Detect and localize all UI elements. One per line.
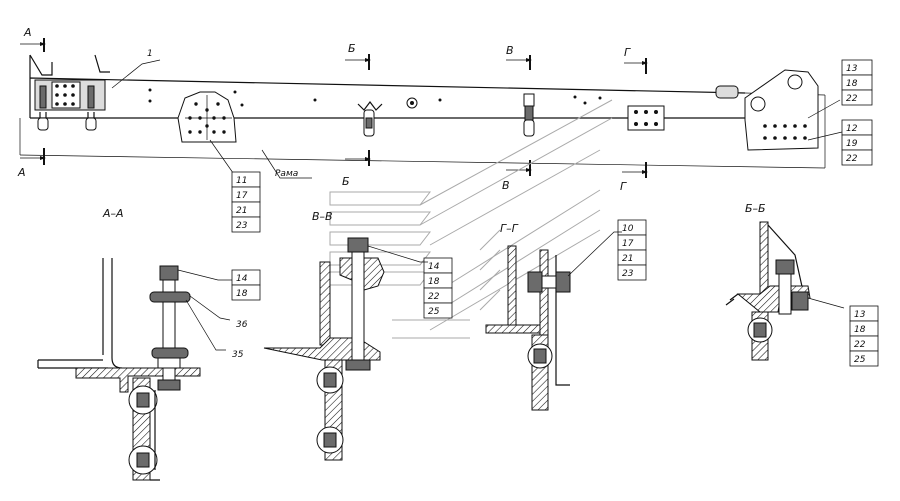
frame-lower-line: [19, 154, 826, 169]
section-bb: Б–Б: [725, 202, 845, 361]
callout-text-mid_left-2: 21: [236, 206, 247, 216]
callout-cell-gg-3: [617, 264, 647, 281]
callout-text-vv-2: 22: [428, 292, 440, 302]
callout-text-top_right_2-0: 12: [846, 124, 858, 134]
section-gg: Г–Г: [485, 222, 622, 411]
callout-text-vv-1: 18: [428, 277, 440, 287]
section-aa: А–А 36 35: [37, 207, 248, 481]
callout-text-bb-1: 18: [854, 325, 866, 335]
callout-text-vv-0: 14: [428, 262, 440, 272]
cut-b-bottom: Б: [342, 175, 350, 188]
frame-side-view: 1 Рама: [19, 49, 843, 181]
right-bracket: [744, 69, 819, 151]
callout-text-mid_left-0: 11: [236, 176, 247, 186]
callout-cell-vv-3: [423, 302, 453, 319]
section-bb-title: Б–Б: [745, 202, 766, 215]
frame-rivets: [148, 88, 602, 107]
callout-text-gg-3: 23: [622, 269, 634, 279]
label-frame: Рама: [275, 169, 298, 179]
gusset-plate: [177, 91, 237, 143]
plate-g: [627, 105, 665, 131]
aa-leader-36: [189, 295, 231, 321]
callout-text-gg-1: 17: [622, 239, 634, 249]
callout-text-mid_left-1: 17: [236, 191, 248, 201]
callout-text-gg-0: 10: [622, 224, 634, 234]
callout-cell-aa_1-1: [231, 284, 261, 301]
callout-text-gg-2: 21: [622, 254, 633, 264]
aa-leader-35: [185, 299, 226, 351]
callout-text-top_right_1-0: 13: [846, 64, 858, 74]
callout-text-bb-0: 13: [854, 310, 866, 320]
bracket-b: [357, 101, 383, 137]
small-housing: [715, 85, 739, 99]
frame-outline: [29, 77, 746, 119]
callout-text-bb-3: 25: [854, 355, 866, 365]
callout-cell-mid_left-3: [231, 216, 261, 233]
cut-b-top: Б: [348, 42, 356, 55]
leader-frame: [261, 149, 312, 179]
leader-12: [807, 131, 843, 141]
callout-cell-bb-3: [849, 350, 879, 367]
cut-v-bottom: В: [502, 179, 510, 192]
section-gg-title: Г–Г: [500, 222, 519, 235]
section-vv-title: В–В: [312, 210, 333, 223]
cut-v-top: В: [506, 44, 514, 57]
cut-a-bottom: А: [17, 166, 26, 179]
label-part-1: 1: [147, 49, 153, 59]
callout-tables: 13 18 22 12 19 22 11 17 21 23 14 18 14 18 22 25 10 17 21 23…: [231, 59, 879, 367]
callout-text-top_right_1-2: 22: [846, 94, 858, 104]
cut-g-top: Г: [624, 46, 631, 59]
aa-label-35: 35: [232, 350, 244, 360]
section-aa-title: А–А: [102, 207, 124, 220]
leader-part-1: [111, 59, 161, 89]
callout-text-top_right_2-2: 22: [846, 154, 858, 164]
callout-text-vv-3: 25: [428, 307, 440, 317]
callout-text-top_right_2-1: 19: [846, 139, 858, 149]
bracket-v: [523, 93, 535, 137]
cut-g-bottom: Г: [620, 180, 627, 193]
left-bracket: [29, 54, 110, 131]
callout-cell-top_right_2-2: [841, 149, 873, 166]
callout-text-mid_left-3: 23: [236, 221, 248, 231]
aa-label-36: 36: [236, 320, 248, 330]
aa-leader-14: [177, 269, 232, 281]
callout-text-aa_1-1: 18: [236, 289, 248, 299]
callout-text-top_right_1-1: 18: [846, 79, 858, 89]
cut-markers: А А Б Б В В Г Г: [17, 26, 648, 193]
cut-a-top: А: [23, 26, 32, 39]
callout-cell-top_right_1-2: [841, 89, 873, 106]
leader-13: [807, 99, 841, 119]
section-vv: В–В: [263, 210, 428, 461]
callout-text-bb-2: 22: [854, 340, 866, 350]
callout-text-aa_1-0: 14: [236, 274, 248, 284]
